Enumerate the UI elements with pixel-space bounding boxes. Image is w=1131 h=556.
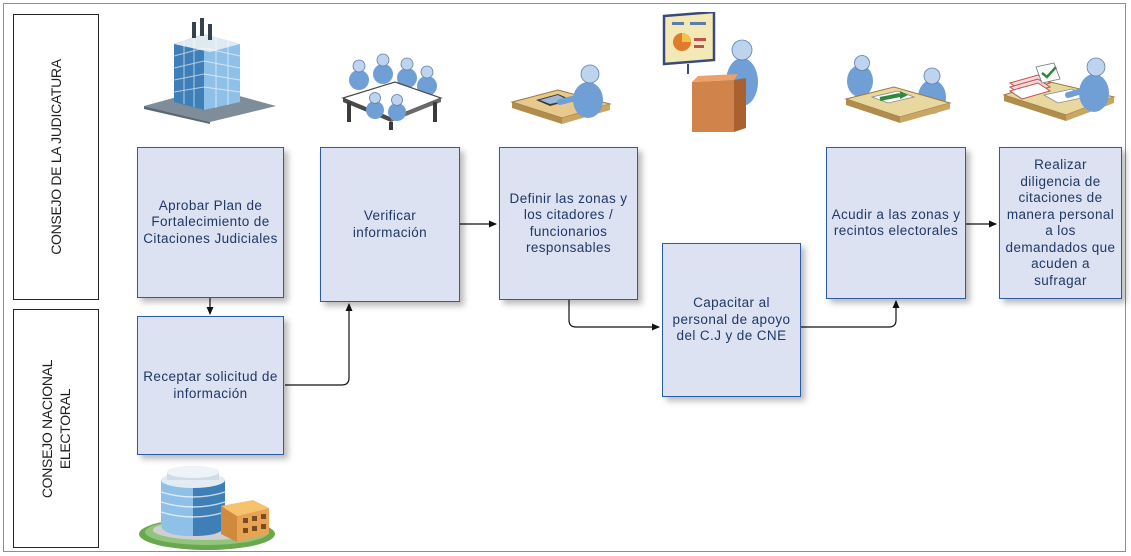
connector-definir-capacitar [568,300,660,331]
step-realizar-diligencia-text: Realizar diligencia de citaciones de man… [1005,157,1116,288]
step-receptar-solicitud[interactable]: Receptar solicitud de información [137,316,284,455]
step-acudir-zonas[interactable]: Acudir a las zonas y recintos electorale… [826,147,966,299]
paperwork-stack-icon [1002,57,1116,121]
meeting-table-icon [341,53,443,130]
step-verificar-informacion-text: Verificar información [352,208,428,240]
step-acudir-zonas-text: Acudir a las zonas y recintos electorale… [831,206,961,239]
step-capacitar-personal[interactable]: Capacitar al personal de apoyo del C.J y… [662,243,801,397]
presenter-podium-icon [662,12,758,132]
step-realizar-diligencia[interactable]: Realizar diligencia de citaciones de man… [999,147,1122,299]
office-tower-icon [144,18,276,124]
round-building-icon [139,466,275,550]
step-verificar-informacion[interactable]: Verificar información [320,147,460,302]
step-capacitar-personal-text: Capacitar al personal de apoyo del C.J y… [672,295,791,344]
lane-cne: CONSEJO NACIONAL ELECTORAL [13,309,99,548]
diagram-frame [3,3,1126,552]
step-aprobar-plan-text: Aprobar Plan de Fortalecimiento de Citac… [143,197,278,246]
desk-worker-icon [510,64,612,124]
document-handover-icon [844,55,952,123]
step-aprobar-plan[interactable]: Aprobar Plan de Fortalecimiento de Citac… [137,147,284,298]
connector-capacitar-acudir [801,300,900,328]
lane-judicatura: CONSEJO DE LA JUDICATURA [13,14,99,300]
connector-receptar-verificar [285,303,353,386]
step-definir-zonas-text: Definir las zonas y los citadores / func… [509,190,628,256]
step-receptar-solicitud-text: Receptar solicitud de información [143,369,278,401]
step-definir-zonas[interactable]: Definir las zonas y los citadores / func… [499,147,638,300]
